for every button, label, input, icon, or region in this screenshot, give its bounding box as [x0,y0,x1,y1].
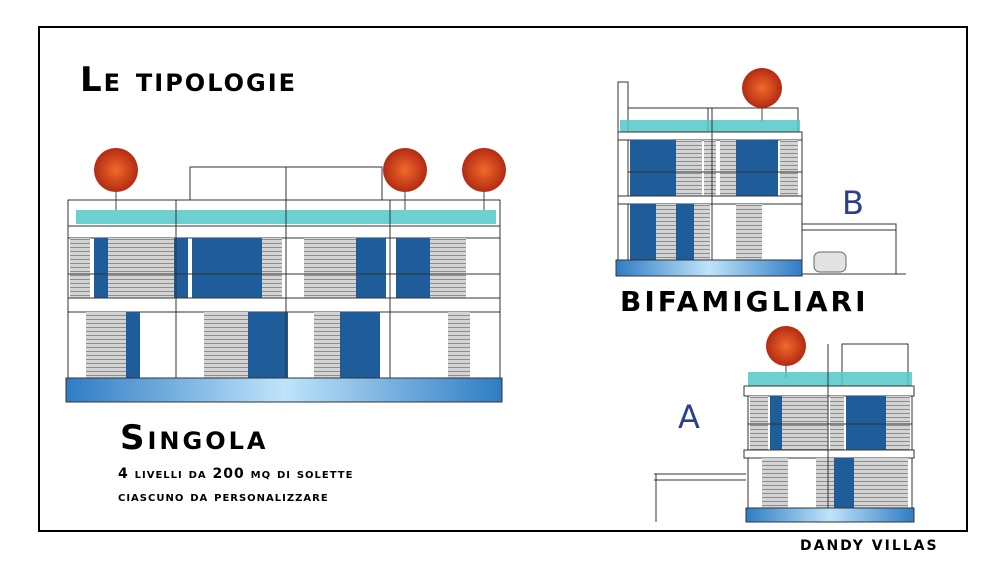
brand-footer: DANDY VILLAS [800,538,939,554]
singola-elevation [65,148,506,403]
bifamigliare-b-elevation [615,68,906,277]
bifamigliare-a-elevation [654,326,915,523]
tree-icon [383,148,427,192]
page-title: Le tipologie [80,60,298,100]
bifamigliari-heading: BIFAMIGLIARI [620,285,869,318]
singola-description-line1: 4 livelli da 200 mq di solette [118,466,354,482]
tree-icon [742,68,782,108]
type-a-label: A [678,398,700,436]
singola-heading: Singola [120,418,269,458]
singola-description-line2: ciascuno da personalizzare [118,489,329,505]
type-b-label: B [842,184,864,222]
tree-icon [94,148,138,192]
tree-icon [766,326,806,366]
car-icon [813,251,847,273]
tree-icon [462,148,506,192]
